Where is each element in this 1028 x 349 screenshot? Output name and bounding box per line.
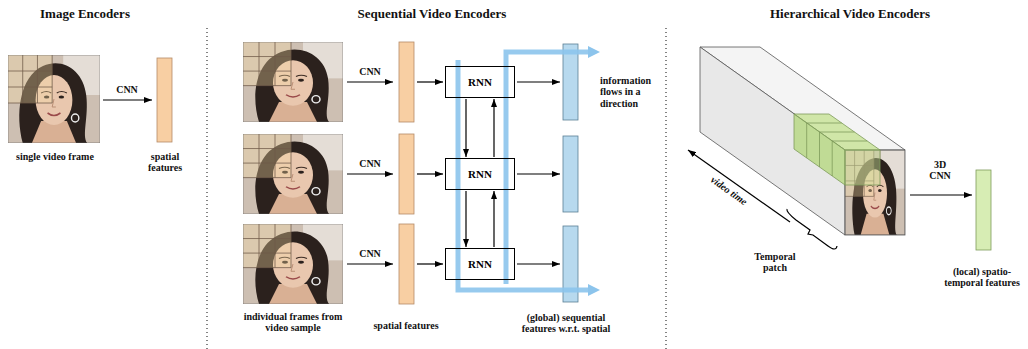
label-box: information flows in a direction xyxy=(600,75,662,110)
patch-bracket xyxy=(787,209,837,249)
output-arrow xyxy=(517,173,560,174)
recurrent-arrow xyxy=(493,99,494,157)
section-title: Hierarchical Video Encoders xyxy=(770,6,930,21)
node-text: RNN xyxy=(468,168,492,180)
label-box: CNN xyxy=(350,248,390,260)
video-frame xyxy=(845,150,905,235)
cnn-arrow xyxy=(347,263,393,264)
annotation-label: CNN xyxy=(359,158,381,169)
section-separator xyxy=(206,28,207,349)
label-box: video time xyxy=(697,166,761,216)
label-box: Image Encoders xyxy=(0,7,205,22)
annotation-label: spatial features xyxy=(148,151,182,174)
cnn-arrow xyxy=(103,99,152,100)
feature-bar xyxy=(399,42,414,122)
annotation-label: (global) sequential features w.r.t. spat… xyxy=(522,312,611,335)
label-box: Temporal patch xyxy=(745,251,805,274)
label-box: spatial features xyxy=(361,320,451,332)
video-frame xyxy=(243,42,343,122)
information-flow xyxy=(458,60,594,290)
label-box: 3D CNN xyxy=(925,159,955,182)
label-box: CNN xyxy=(350,66,390,78)
cnn-arrow xyxy=(347,81,393,82)
volume-front xyxy=(845,150,905,235)
label-box: CNN xyxy=(350,158,390,170)
cnn-arrow xyxy=(347,173,393,174)
annotation-label: Temporal patch xyxy=(754,251,795,274)
feature-arrow xyxy=(417,263,443,264)
sequential-bar xyxy=(563,44,578,120)
label-box: CNN xyxy=(107,84,147,96)
output-arrow xyxy=(517,81,560,82)
video-frame xyxy=(243,224,343,304)
annotation-label: CNN xyxy=(116,84,138,95)
video-frame xyxy=(8,55,100,143)
recurrent-arrow xyxy=(465,191,466,247)
output-arrow xyxy=(517,263,560,264)
video-frame xyxy=(243,134,343,214)
label-box: Hierarchical Video Encoders xyxy=(700,7,1000,22)
annotation-label: (local) spatio-temporal features xyxy=(944,266,1020,289)
annotation-label: CNN xyxy=(359,66,381,77)
annotation-label: individual frames from video sample xyxy=(244,311,343,334)
annotation-label: information flows in a direction xyxy=(600,75,651,109)
sequential-bar xyxy=(563,136,578,212)
patch-slices xyxy=(807,123,868,176)
label-box: Sequential Video Encoders xyxy=(282,7,582,22)
volume-side xyxy=(700,47,845,235)
feature-bar xyxy=(399,134,414,214)
node-text: RNN xyxy=(468,258,492,270)
label-box: (local) spatio-temporal features xyxy=(942,266,1022,289)
annotation-label: 3D CNN xyxy=(929,159,951,182)
label-box: single video frame xyxy=(0,151,110,163)
section-title: Image Encoders xyxy=(40,6,130,21)
rnn-box: RNN xyxy=(445,248,515,280)
label-box: spatial features xyxy=(137,151,193,174)
annotation-label: CNN xyxy=(359,248,381,259)
annotation-label: single video frame xyxy=(16,151,94,162)
time-arrow xyxy=(688,150,790,222)
feature-arrow xyxy=(417,81,443,82)
feature-bar xyxy=(399,224,414,304)
label-box: (global) sequential features w.r.t. spat… xyxy=(519,312,613,335)
cnn3d-arrow xyxy=(910,194,972,195)
section-title: Sequential Video Encoders xyxy=(358,6,507,21)
feature-bar xyxy=(157,58,172,142)
information-flow xyxy=(506,52,594,284)
section-separator xyxy=(665,28,666,349)
node-text: RNN xyxy=(468,76,492,88)
label-box: individual frames from video sample xyxy=(243,311,343,334)
feature-arrow xyxy=(417,173,443,174)
recurrent-arrow xyxy=(493,191,494,247)
patch-front xyxy=(845,150,880,185)
rnn-box: RNN xyxy=(445,66,515,98)
annotation-label: spatial features xyxy=(373,320,438,331)
spatiotemporal-bar xyxy=(976,170,991,250)
rnn-box: RNN xyxy=(445,158,515,190)
recurrent-arrow xyxy=(465,99,466,157)
